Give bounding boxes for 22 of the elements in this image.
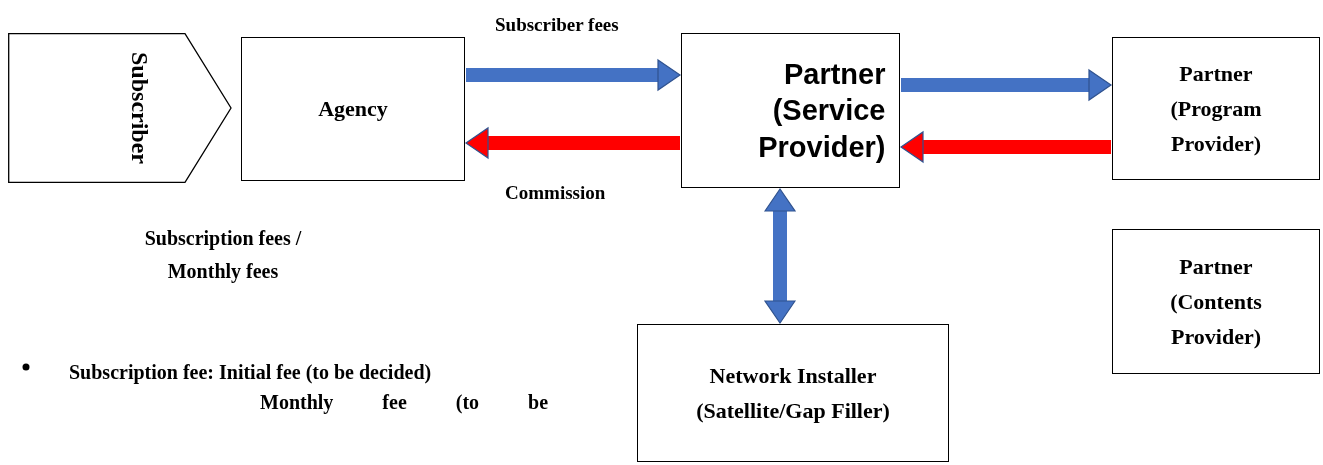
node-label: Partner (Contents Provider)	[1169, 252, 1263, 352]
pentagon-shape	[8, 33, 232, 183]
bullet-text: Monthly fee (to be	[260, 390, 549, 416]
edge-label: Subscriber fees	[495, 13, 619, 37]
node-label: Partner (Service Provider)	[757, 57, 886, 165]
bullet-text: Subscription fee: Initial fee (to be decided)	[69, 360, 432, 386]
process-box	[681, 33, 900, 188]
block-arrow	[764, 188, 796, 324]
node-label: Subscriber	[126, 52, 155, 164]
node-label: Partner (Program Provider)	[1169, 59, 1263, 159]
process-box	[637, 324, 949, 462]
block-arrow	[901, 69, 1112, 101]
block-arrow	[465, 127, 680, 159]
edge-label: Commission	[505, 181, 606, 205]
process-box	[241, 37, 465, 181]
process-box	[1112, 229, 1320, 374]
block-arrow	[466, 59, 681, 91]
note-text: Subscription fees / Monthly fees	[143, 226, 303, 285]
process-box	[1112, 37, 1320, 180]
block-arrow	[900, 131, 1111, 163]
node-label: Agency	[318, 95, 388, 124]
node-label: Network Installer (Satellite/Gap Filler)	[695, 361, 891, 425]
